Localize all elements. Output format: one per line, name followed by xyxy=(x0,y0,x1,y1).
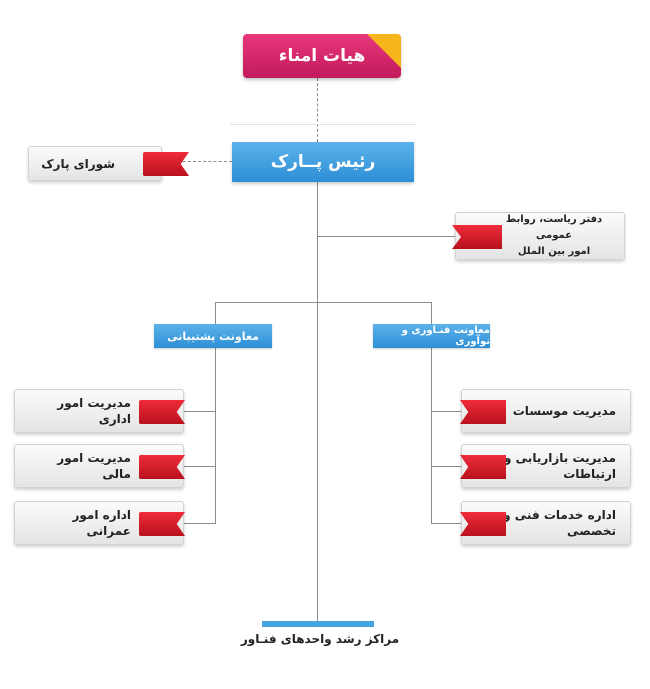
tech-link-1 xyxy=(431,411,461,412)
tech-link-2 xyxy=(431,466,461,467)
council-connector xyxy=(162,161,232,162)
tech-unit-label: مدیریت موسسات xyxy=(503,403,630,419)
office-connector xyxy=(317,236,455,237)
park-head-box: رئیس پــارک xyxy=(232,142,414,182)
red-tag-icon xyxy=(460,512,506,536)
support-spine xyxy=(215,348,216,524)
support-link-1 xyxy=(184,411,215,412)
support-link-3 xyxy=(184,523,215,524)
park-council-box: شورای پارک xyxy=(28,146,189,181)
tech-unit-institutions: مدیریت موسسات xyxy=(460,389,631,433)
gold-corner-accent xyxy=(367,34,401,68)
tech-link-3 xyxy=(431,523,461,524)
support-unit-label: مدیریت امور اداری xyxy=(57,396,131,426)
tech-unit-label: مدیریت بازاریابی و ارتباطات xyxy=(494,450,630,482)
red-tag-icon xyxy=(460,455,506,479)
head-office-line2: امور بین الملل xyxy=(517,246,591,257)
tech-unit-label: اداره خدمات فنی و تخصصی xyxy=(493,507,630,539)
support-deputy-box: معاونت پشتیبانی xyxy=(154,324,272,348)
tech-unit-line1: مدیریت موسسات xyxy=(512,404,616,418)
tech-unit-line1: اداره خدمات فنی و xyxy=(503,508,616,522)
support-drop xyxy=(215,302,216,324)
tech-unit-line2: تخصصی xyxy=(567,524,616,538)
support-unit-label: اداره امور عمرانی xyxy=(72,508,131,538)
board-of-trustees-box: هیات امناء xyxy=(243,34,401,78)
board-connector xyxy=(317,78,318,142)
tech-unit-line2: ارتباطات xyxy=(563,467,616,481)
tech-spine xyxy=(431,348,432,524)
main-trunk xyxy=(317,182,318,622)
board-label: هیات امناء xyxy=(278,46,366,66)
support-link-2 xyxy=(184,466,215,467)
support-deputy-label: معاونت پشتیبانی xyxy=(167,329,259,343)
red-tag-icon xyxy=(143,152,189,176)
tech-deputy-label: معاونت فنـاوری و نوآوری xyxy=(401,325,490,347)
tech-unit-line1: مدیریت بازاریابی و xyxy=(504,451,616,465)
support-unit-label: مدیریت امور مالی xyxy=(57,451,131,481)
tech-unit-services: اداره خدمات فنی و تخصصی xyxy=(460,501,631,545)
park-head-label: رئیس پــارک xyxy=(270,152,376,172)
tech-drop xyxy=(431,302,432,324)
incubators-label: مراکز رشد واحدهای فنـاور xyxy=(240,632,400,646)
incubators-bar xyxy=(262,621,374,627)
red-tag-icon xyxy=(452,225,502,249)
head-office-box: دفتر ریاست، روابط عمومی امور بین الملل xyxy=(452,212,625,260)
tech-unit-marketing: مدیریت بازاریابی و ارتباطات xyxy=(460,444,631,488)
head-office-label: دفتر ریاست، روابط عمومی امور بین الملل xyxy=(482,212,624,260)
head-office-line1: دفتر ریاست، روابط عمومی xyxy=(505,214,603,241)
head-frame xyxy=(230,124,416,184)
support-unit-construction: اداره امور عمرانی xyxy=(14,501,185,545)
red-tag-icon xyxy=(460,400,506,424)
support-unit-finance: مدیریت امور مالی xyxy=(14,444,185,488)
deputies-bus xyxy=(215,302,432,303)
support-unit-admin: مدیریت امور اداری xyxy=(14,389,185,433)
tech-deputy-box: معاونت فنـاوری و نوآوری xyxy=(373,324,490,348)
park-council-label: شورای پارک xyxy=(41,156,115,171)
